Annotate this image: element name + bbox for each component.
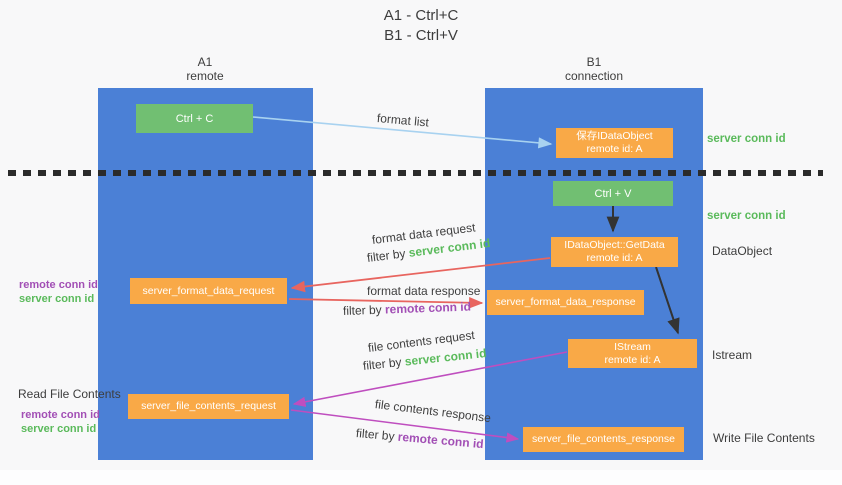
server-conn-id-label: server conn id	[19, 293, 95, 305]
node-server-format-data-request: server_format_data_request	[130, 278, 287, 304]
file-contents-response-arrow	[290, 409, 520, 443]
label-istream: Istream	[712, 348, 753, 362]
istream-line1: IStream	[614, 340, 651, 353]
conn-id-pair-format: remote conn id server conn id	[19, 278, 98, 306]
title-line-1: A1 - Ctrl+C	[383, 7, 459, 24]
node-ctrl-c: Ctrl + C	[136, 104, 253, 133]
label-server-conn-id-top: server conn id	[707, 133, 786, 145]
format-data-response-arrow	[288, 296, 484, 309]
node-idataobject-getdata: IDataObject::GetData remote id: A	[551, 237, 678, 267]
label-server-conn-id-mid: server conn id	[707, 210, 786, 222]
file-request-label: server_file_contents_request	[141, 400, 276, 412]
label-write-file-contents: Write File Contents	[713, 431, 815, 445]
file-contents-request-arrow	[292, 351, 568, 407]
getdata-line1: IDataObject::GetData	[564, 239, 665, 251]
lane-b1-name: B1	[586, 55, 602, 69]
format-data-request-arrow	[290, 257, 551, 293]
filter-by-text: filter by	[342, 302, 386, 318]
getdata-to-istream-arrow	[655, 266, 680, 335]
format-list-arrow	[252, 116, 553, 149]
label-dataobject: DataObject	[712, 244, 773, 258]
lane-b1-role: connection	[564, 69, 624, 83]
lane-a1-name: A1	[197, 55, 213, 69]
format-request-label: server_format_data_request	[142, 284, 275, 297]
save-idataobject-line2: remote id: A	[586, 143, 643, 155]
node-ctrl-v: Ctrl + V	[553, 181, 673, 206]
label-format-data-response: format data response	[367, 284, 481, 298]
diagram-title: A1 - Ctrl+C B1 - Ctrl+V	[0, 6, 842, 46]
remote-conn-id-label: remote conn id	[19, 279, 98, 291]
lane-header-b1: B1 connection	[534, 55, 654, 83]
title-line-2: B1 - Ctrl+V	[384, 27, 458, 44]
save-idataobject-line1: 保存IDataObject	[576, 130, 653, 142]
server-conn-id-label: server conn id	[21, 423, 97, 435]
node-server-file-contents-response: server_file_contents_response	[523, 427, 684, 452]
ctrl-c-label: Ctrl + C	[175, 112, 214, 125]
remote-conn-id-text: remote conn id	[384, 299, 472, 317]
lane-a1-role: remote	[186, 69, 224, 83]
lane-header-a1: A1 remote	[145, 55, 265, 83]
node-server-format-data-response: server_format_data_response	[487, 290, 644, 315]
bottom-strip	[0, 470, 842, 485]
format-response-label: server_format_data_response	[495, 296, 636, 308]
node-istream: IStream remote id: A	[568, 339, 697, 368]
ctrl-v-label: Ctrl + V	[594, 187, 632, 200]
node-save-idataobject: 保存IDataObject remote id: A	[556, 128, 673, 158]
file-response-label: server_file_contents_response	[531, 433, 675, 445]
remote-conn-id-label: remote conn id	[21, 409, 100, 421]
istream-line2: remote id: A	[604, 353, 661, 366]
conn-id-pair-file: remote conn id server conn id	[21, 408, 100, 436]
node-server-file-contents-request: server_file_contents_request	[128, 394, 289, 419]
getdata-line2: remote id: A	[586, 252, 643, 264]
label-read-file-contents: Read File Contents	[18, 387, 121, 401]
